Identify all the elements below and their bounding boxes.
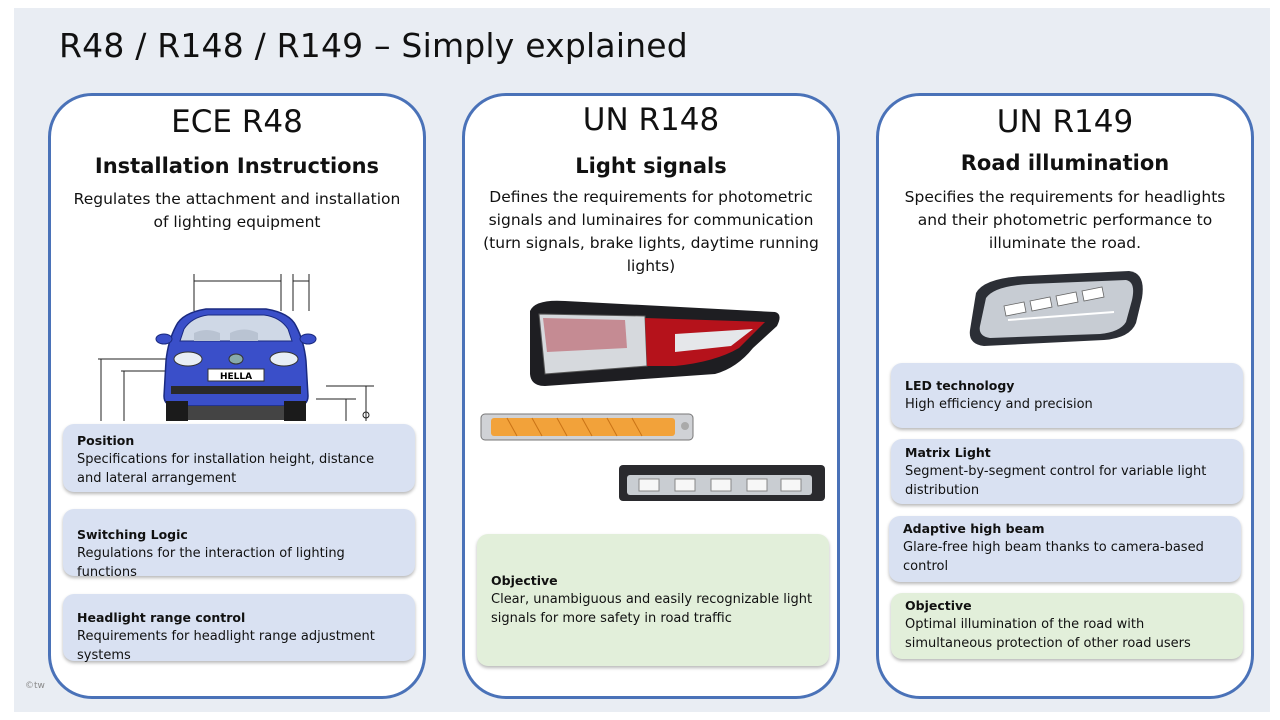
card-title: Objective bbox=[491, 573, 558, 588]
card-objective: Objective Clear, unambiguous and easily … bbox=[477, 534, 829, 666]
card-title: Headlight range control bbox=[77, 610, 246, 625]
panel-subheading: Installation Instructions bbox=[94, 154, 380, 178]
panel-un-r148: UN R148 Light signals Defines the requir… bbox=[462, 93, 840, 699]
headlight-image bbox=[969, 271, 1143, 346]
card-matrix-light: Matrix Light Segment-by-segment control … bbox=[891, 439, 1243, 504]
card-headlight-range-control: Headlight range control Requirements for… bbox=[63, 594, 415, 663]
card-title: LED technology bbox=[905, 378, 1015, 393]
card-adaptive-high-beam: Adaptive high beam Glare-free high beam … bbox=[889, 516, 1241, 582]
license-plate-text: HELLA bbox=[220, 372, 252, 382]
panel-description: Regulates the attachment and installatio… bbox=[73, 190, 401, 231]
card-text: Optimal illumination of the road with si… bbox=[905, 617, 1191, 651]
card-led-technology: LED technology High efficiency and preci… bbox=[891, 363, 1243, 428]
card-title: Position bbox=[77, 433, 135, 448]
panel-ece-r48: ECE R48 Installation Instructions Regula… bbox=[48, 93, 426, 699]
card-text: High efficiency and precision bbox=[905, 397, 1093, 412]
daytime-running-light-image bbox=[619, 465, 825, 501]
panel-heading: ECE R48 bbox=[171, 104, 303, 140]
card-title: Objective bbox=[905, 598, 972, 613]
panel-un-r149: UN R149 Road illumination Specifies the … bbox=[876, 93, 1254, 699]
panel-subheading: Road illumination bbox=[960, 151, 1170, 175]
panel-subheading: Light signals bbox=[575, 154, 727, 178]
car-installation-diagram: HELLA bbox=[98, 274, 374, 421]
card-title: Adaptive high beam bbox=[903, 521, 1045, 536]
card-title: Matrix Light bbox=[905, 445, 991, 460]
panel-heading: UN R148 bbox=[582, 102, 720, 138]
panel-heading: UN R149 bbox=[996, 104, 1134, 140]
copyright-text: ©tw bbox=[25, 681, 45, 691]
panel-description: Defines the requirements for photometric… bbox=[483, 188, 819, 275]
card-text: Regulations for the interaction of light… bbox=[77, 546, 345, 580]
card-title: Switching Logic bbox=[77, 527, 188, 542]
tail-light-image bbox=[530, 300, 780, 386]
card-text: Requirements for headlight range adjustm… bbox=[77, 629, 375, 663]
panel-description: Specifies the requirements for headlight… bbox=[904, 188, 1226, 252]
card-switching-logic: Switching Logic Regulations for the inte… bbox=[63, 509, 415, 580]
card-objective: Objective Optimal illumination of the ro… bbox=[891, 593, 1243, 659]
turn-signal-image bbox=[480, 413, 694, 441]
card-text: Specifications for installation height, … bbox=[77, 452, 375, 486]
page-title: R48 / R148 / R149 – Simply explained bbox=[59, 26, 688, 65]
card-position: Position Specifications for installation… bbox=[63, 424, 415, 492]
card-text: Glare-free high beam thanks to camera-ba… bbox=[903, 540, 1204, 574]
card-text: Segment-by-segment control for variable … bbox=[905, 464, 1207, 498]
card-text: Clear, unambiguous and easily recognizab… bbox=[491, 592, 813, 626]
